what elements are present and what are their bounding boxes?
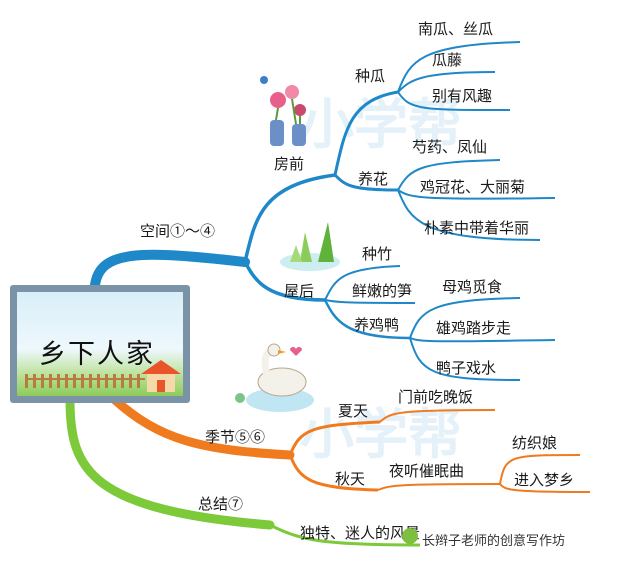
- node-shoots: 鲜嫩的笋: [352, 282, 413, 300]
- node-autumn: 秋天: [335, 470, 366, 488]
- watermark-text: 小学帮: [300, 403, 462, 466]
- center-title: 乡下人家: [39, 339, 155, 370]
- leaf-poultry-2: 雄鸡踏步走: [436, 319, 512, 337]
- node-house-back: 屋后: [284, 282, 315, 300]
- leaf-poultry-3: 鸭子戏水: [436, 359, 497, 377]
- bamboo-icon: [280, 222, 340, 271]
- leaf-poultry-1: 母鸡觅食: [442, 278, 503, 296]
- trunk-season: [110, 395, 295, 460]
- leaf-flowers-2: 鸡冠花、大丽菊: [420, 178, 526, 196]
- leaf-autumn-1: 纺织娘: [512, 434, 558, 452]
- leaf-summer: 门前吃晚饭: [398, 388, 474, 406]
- fence-icon: [25, 374, 145, 388]
- trunk-space: [90, 249, 250, 290]
- credit-text: 长辫子老师的创意写作坊: [422, 534, 566, 549]
- goose-icon: [235, 343, 314, 412]
- node-season: 季节⑤⑥: [205, 428, 266, 446]
- leaf-flowers-1: 芍药、凤仙: [412, 138, 488, 156]
- house-door-icon: [157, 380, 165, 392]
- node-poultry: 养鸡鸭: [354, 316, 400, 334]
- node-melon: 种瓜: [355, 67, 386, 85]
- house-icon: [141, 360, 181, 374]
- leaf-summary: 独特、迷人的风景: [300, 524, 421, 542]
- trunk-summary: [65, 395, 275, 530]
- leaf-autumn: 夜听催眠曲: [389, 462, 465, 480]
- center-scene: 乡下人家: [17, 292, 183, 396]
- leaf-melon-3: 别有风趣: [432, 87, 493, 105]
- wechat-icon: [402, 528, 418, 544]
- leaf-flowers-3: 朴素中带着华丽: [424, 219, 530, 237]
- node-summary: 总结⑦: [198, 495, 244, 513]
- node-bamboo: 种竹: [362, 245, 393, 263]
- leaf-autumn-2: 进入梦乡: [514, 471, 575, 489]
- node-space: 空间①～④: [140, 222, 216, 240]
- center-node: 乡下人家: [10, 285, 190, 403]
- node-summer: 夏天: [338, 402, 369, 420]
- node-house-front: 房前: [274, 155, 305, 173]
- leaf-melon-2: 瓜藤: [432, 51, 463, 69]
- flower-vase-icon: [260, 76, 306, 146]
- leaf-melon-1: 南瓜、丝瓜: [418, 20, 494, 38]
- watermark-text: 小学帮: [300, 93, 462, 156]
- node-flowers: 养花: [358, 170, 389, 188]
